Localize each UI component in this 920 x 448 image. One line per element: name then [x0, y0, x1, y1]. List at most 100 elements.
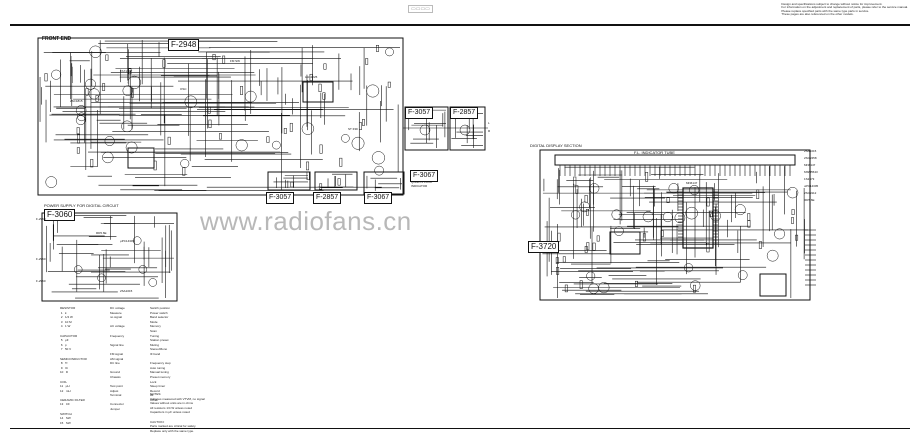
ic-display-a — [609, 231, 641, 255]
resistor-symbol — [319, 144, 323, 154]
transistor-symbol — [184, 95, 198, 108]
transistor-symbol — [684, 263, 694, 273]
parts-list-item: 1S2473 — [804, 177, 815, 181]
resistor-symbol — [167, 136, 171, 145]
transistor-symbol — [690, 280, 701, 291]
resistor-symbol — [584, 246, 588, 253]
ic-display-b — [759, 273, 787, 297]
resistor-symbol — [212, 54, 216, 61]
resistor-symbol — [240, 86, 243, 95]
fl-tube-label: F.L. INDICATOR TUBE — [634, 150, 675, 155]
transistor-symbol — [685, 206, 698, 220]
transistor-symbol — [662, 211, 673, 223]
resistor-symbol — [218, 133, 222, 140]
brand-logo: ▭▭▭▭ — [408, 5, 433, 13]
resistor-symbol — [222, 55, 226, 64]
resistor-symbol — [323, 63, 327, 70]
bottom-rule — [10, 428, 910, 429]
transistor-symbol — [121, 120, 133, 133]
resistor-symbol — [322, 92, 326, 100]
f3067-tag: F-3067 — [410, 170, 439, 182]
transistor-symbol — [710, 210, 721, 222]
resistor-symbol — [102, 83, 106, 91]
transistor-symbol — [122, 85, 134, 96]
resistor-symbol — [128, 68, 132, 75]
f2857-sub — [314, 171, 358, 191]
resistor-symbol — [319, 183, 323, 190]
f3720-tag: F-3720 — [528, 241, 560, 253]
resistor-symbol — [747, 213, 751, 221]
resistor-symbol — [791, 217, 794, 224]
part-label: TA7130P — [120, 69, 133, 73]
transistor-symbol — [89, 45, 102, 58]
transistor-symbol — [132, 236, 142, 245]
parts-list-item: 2SC2458 — [804, 156, 817, 160]
front-end-label: FRONT END — [42, 36, 72, 42]
ic-main-box — [302, 81, 334, 103]
part-label: 2SA1015 — [120, 289, 133, 293]
resistor-symbol — [592, 242, 596, 251]
transistor-symbol — [598, 282, 610, 294]
part-label: FM SW — [230, 59, 240, 63]
parts-list-item: 2SA1015 — [804, 149, 817, 153]
digital-display-label: DIGITAL DISPLAY SECTION — [530, 143, 582, 148]
resistor-symbol — [709, 210, 713, 217]
resistor-symbol — [365, 58, 369, 65]
parts-list-item: MSM5543 — [804, 170, 818, 174]
resistor-symbol — [289, 122, 293, 132]
fl-tube-body — [554, 154, 796, 166]
f2857-tag: F-2857 — [450, 107, 479, 119]
transistor-symbol — [85, 78, 96, 90]
note-line: Please replace specified parts with the … — [781, 8, 870, 13]
connector-label: F-2960 — [36, 217, 46, 221]
transistor-symbol — [668, 183, 679, 194]
resistor-symbol — [575, 185, 579, 194]
f2948-tag: F-2948 — [168, 39, 200, 51]
resistor-symbol — [795, 234, 799, 241]
transistor-symbol — [148, 278, 158, 287]
transistor-symbol — [351, 136, 365, 150]
part-label: ST IND — [348, 127, 358, 131]
resistor-symbol — [90, 159, 94, 168]
transistor-symbol — [366, 84, 380, 98]
transistor-symbol — [689, 185, 700, 196]
resistor-symbol — [635, 280, 638, 287]
resistor-symbol — [756, 189, 760, 199]
legend-resistor-block: RESISTOR 1 k 2 1/4 W 3 10 M 4 1 W CAPACI… — [60, 306, 87, 425]
resistor-symbol — [556, 267, 560, 275]
transistor-symbol — [611, 209, 622, 220]
resistor-symbol — [758, 241, 762, 249]
transistor-symbol — [104, 136, 115, 146]
resistor-symbol — [645, 172, 649, 182]
resistor-symbol — [596, 235, 600, 242]
resistor-symbol — [585, 209, 589, 216]
pll-ic — [682, 187, 714, 249]
parts-list-item: RD5.6E — [804, 198, 815, 202]
transistor-symbol — [786, 187, 799, 199]
transistor-symbol — [244, 90, 257, 103]
resistor-symbol — [579, 280, 583, 289]
f3060-tag: F-3060 — [44, 209, 76, 221]
notes-block: Design and specifications subject to cha… — [781, 2, 908, 17]
transistor-symbol — [674, 212, 686, 224]
transistor-symbol — [589, 183, 600, 194]
part-label: MN6147 — [686, 181, 698, 185]
resistor-symbol — [693, 284, 696, 293]
parts-list-item: MN6147 — [804, 163, 816, 167]
part-label: μPC14305 — [120, 239, 135, 243]
digital-display-outline — [539, 149, 811, 301]
transistor-symbol — [88, 88, 100, 100]
resistor-symbol — [77, 133, 80, 144]
resistor-symbol — [162, 59, 166, 68]
transistor-symbol — [180, 159, 190, 169]
f3057-tag: F-3057 — [405, 107, 434, 119]
f3067-sub-tag: F-3067 — [364, 192, 393, 204]
transistor-symbol — [737, 270, 748, 280]
part-label: 2SC1815 — [70, 99, 83, 103]
transistor-symbol — [272, 140, 281, 150]
transistor-symbol — [419, 124, 431, 136]
resistor-symbol — [555, 257, 559, 264]
resistor-symbol — [660, 230, 664, 237]
resistor-symbol — [564, 284, 568, 293]
connector-label: F-2960 — [36, 279, 46, 283]
